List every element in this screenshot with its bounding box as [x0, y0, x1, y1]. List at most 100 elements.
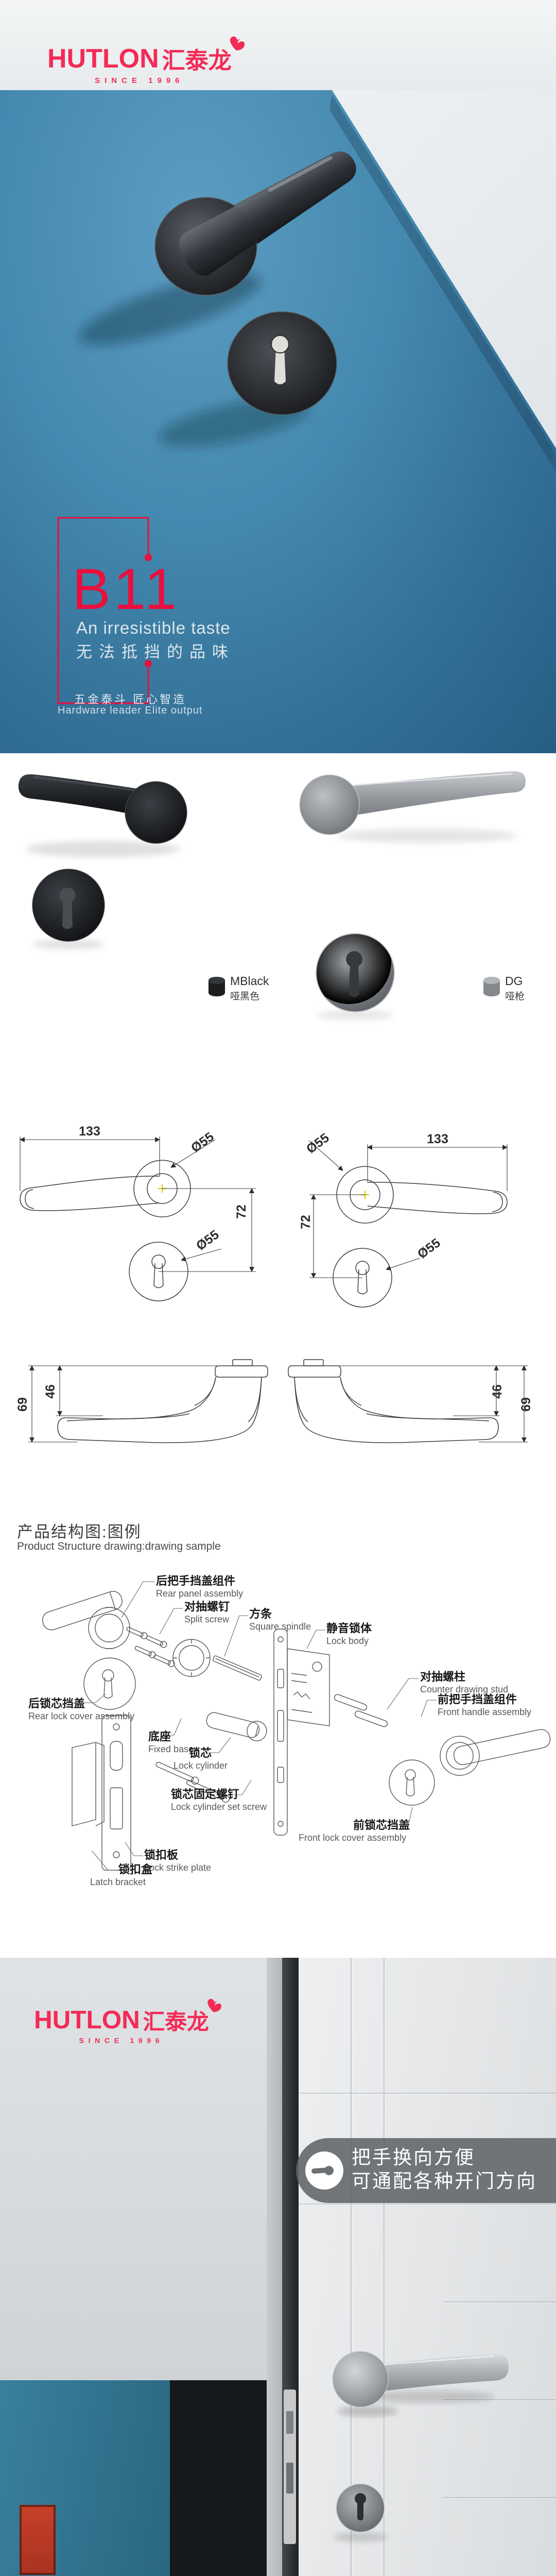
feature-line2: 可通配各种开门方向 [352, 2171, 537, 2192]
fixed-base-rose [172, 1639, 211, 1677]
dim-side-inner: 46 [43, 1384, 58, 1399]
door-escutcheon [334, 2483, 387, 2541]
lock-cylinder [206, 1712, 267, 1741]
keyhole-icon [346, 951, 362, 997]
door-groove [384, 1958, 385, 2576]
door-groove [351, 1958, 352, 2576]
counter-studs [334, 1694, 388, 1727]
feature-line1: 把手换向方便 [352, 2147, 475, 2168]
brand-wordmark-cn: 汇泰龙 [143, 2009, 209, 2035]
color-name: 哑黑色 [230, 991, 260, 1002]
part-label-strike-plate: 锁扣板 Lock strike plate [144, 1849, 212, 1873]
part-label-front-lock-cover: 前锁芯挡盖 Front lock cover assembly [299, 1819, 410, 1843]
part-label-split-screw: 对抽螺钉 Split screw [184, 1600, 230, 1625]
brand-wordmark-en: HUTLON [47, 44, 159, 74]
hero-tagline-en: An irresistible taste [76, 618, 231, 637]
keyhole-icon [271, 335, 289, 384]
brand-logo: HUTLON 汇泰龙 SINCE 1996 [34, 1998, 221, 2045]
part-label-lock-cylinder: 锁芯 Lock cylinder [173, 1747, 228, 1771]
leader-lines [85, 1581, 437, 1871]
hero-red-frame [57, 517, 149, 704]
drawing-side-left [57, 1359, 268, 1444]
brand-since: SINCE 1996 [95, 76, 184, 85]
dim-length: 133 [427, 1132, 448, 1146]
brand-wordmark-en: HUTLON [34, 2006, 140, 2035]
dim-rose-diameter: Ø55 [188, 1129, 217, 1155]
handle-black [18, 774, 187, 857]
hero-tagline-cn: 无法抵挡的品味 [76, 643, 235, 661]
color-option-mblack: MBlack 哑黑色 [207, 975, 269, 1003]
latch-bolt [286, 2411, 293, 2434]
door [299, 1958, 556, 2576]
drawing-front-left [20, 1160, 191, 1301]
dim-rose-diameter: Ø55 [304, 1130, 332, 1156]
dim-side-inner: 46 [490, 1384, 505, 1399]
lifestyle-section: 把手换向方便 可通配各种开门方向 [0, 1958, 556, 2576]
door-groove [443, 2399, 556, 2400]
latch-bracket [72, 1742, 105, 1826]
brand-wordmark-cn: 汇泰龙 [162, 47, 232, 74]
swatch-cylinder-black-icon [208, 977, 225, 996]
color-code: MBlack [230, 974, 269, 988]
hero-top-wall [0, 0, 556, 90]
escutcheon-gray [316, 933, 395, 1020]
part-label-square-spindle: 方条 Square spindle [249, 1607, 311, 1632]
door-groove [299, 2204, 556, 2205]
hero-slogan-en: Hardware leader Elite output [58, 705, 203, 716]
rear-rose [88, 1607, 130, 1649]
feature-badge: 把手换向方便 可通配各种开门方向 [296, 2138, 556, 2203]
square-spindle [213, 1655, 262, 1681]
wall [0, 1958, 267, 2384]
color-name: 哑枪 [505, 991, 525, 1002]
room-glimpse [0, 2380, 267, 2576]
door-groove [299, 2093, 556, 2094]
structure-title-cn: 产品结构图:图例 [17, 1523, 142, 1541]
installed-hardware [332, 2351, 509, 2541]
dimension-drawings: 133 Ø55 72 Ø55 133 Ø55 72 Ø55 69 46 69 4… [15, 1124, 533, 1444]
rear-lock-cover [83, 1657, 136, 1710]
dim-center-distance: 72 [299, 1215, 313, 1229]
exploded-diagram [42, 1581, 551, 1871]
hero-product-photo [57, 151, 356, 704]
part-label-set-screw: 锁芯固定螺钉 Lock cylinder set screw [171, 1788, 267, 1812]
dead-bolt [286, 2463, 293, 2494]
brand-logo: HUTLON 汇泰龙 SINCE 1996 [47, 36, 245, 85]
dim-side-total: 69 [519, 1397, 533, 1412]
hero-section: HUTLON 汇泰龙 SINCE 1996 B11 An irresistibl… [0, 0, 556, 753]
brand-since: SINCE 1996 [79, 2037, 164, 2045]
door-frame [267, 1958, 282, 2576]
part-label-front-handle: 前把手挡盖组件 Front handle assembly [438, 1693, 532, 1718]
strike-plate [101, 1715, 131, 1871]
butterfly-icon [230, 36, 245, 50]
handle-gray [299, 771, 526, 843]
part-label-counter-stud: 对抽螺柱 Counter drawing stud [420, 1670, 509, 1695]
lock-body [273, 1629, 330, 1836]
swatch-cylinder-gray-icon [483, 977, 500, 996]
part-label-latch-bracket: 锁扣盒 Latch bracket [90, 1863, 153, 1888]
front-lever [453, 1729, 551, 1765]
set-screws [155, 1761, 230, 1803]
model-name: B11 [72, 557, 180, 621]
structure-title-en: Product Structure drawing:drawing sample [17, 1540, 221, 1552]
front-rose [440, 1736, 480, 1776]
color-code: DG [505, 974, 523, 988]
wall-art [20, 2505, 56, 2575]
dim-center-distance: 72 [234, 1205, 249, 1219]
keyhole-icon [60, 888, 75, 929]
keyhole-icon [355, 2493, 366, 2520]
center-mark [158, 1184, 369, 1199]
dim-esc-diameter: Ø55 [415, 1235, 443, 1261]
butterfly-icon [207, 1998, 221, 2012]
dim-length: 133 [79, 1124, 100, 1139]
drawing-side-right [288, 1359, 499, 1444]
feature-icon-circle [305, 2151, 343, 2190]
door-handle-icon [311, 2166, 334, 2175]
front-lock-cover [389, 1759, 435, 1806]
escutcheon-black [32, 869, 105, 949]
dim-side-total: 69 [15, 1397, 30, 1412]
feature-text: 把手换向方便 可通配各种开门方向 [352, 2146, 537, 2193]
hero-slogan-cn: 五金泰斗 匠心智造 [74, 693, 187, 706]
part-label-lock-body: 静音锁体 Lock body [326, 1622, 372, 1647]
dimension-lines [20, 1137, 528, 1443]
